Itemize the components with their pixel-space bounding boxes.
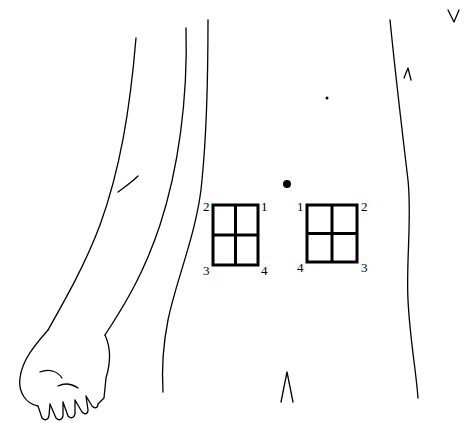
callout-number: 2 (203, 200, 210, 213)
callout-number: 1 (261, 200, 268, 213)
right-grid-divider (307, 232, 357, 235)
small-dot (326, 97, 329, 100)
right-grid (307, 205, 357, 262)
left-grid-divider (213, 234, 258, 237)
hand-outline (20, 330, 110, 420)
callout-number: 3 (361, 261, 368, 274)
navel-dot (283, 180, 291, 188)
callout-number: 4 (261, 264, 268, 277)
left-grid (213, 205, 258, 265)
callout-number: 1 (297, 200, 304, 213)
hand-crease (40, 370, 78, 388)
callout-number: 3 (203, 264, 210, 277)
pubic-mark (281, 372, 293, 402)
torso-left-outline (163, 20, 208, 392)
callout-number: 4 (297, 261, 304, 274)
elbow-crease (118, 176, 138, 192)
arm-inner-outline (105, 28, 186, 335)
callout-number: 2 (361, 200, 368, 213)
torso-right-mark (404, 68, 411, 80)
torso-right-outline (390, 20, 418, 398)
corner-mark (448, 10, 459, 22)
arm-outer-outline (48, 38, 136, 330)
